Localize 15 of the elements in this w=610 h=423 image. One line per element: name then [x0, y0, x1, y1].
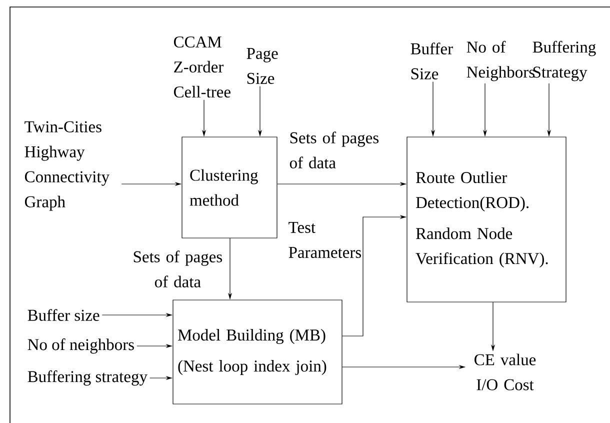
edge-label: Sets of pages of data [290, 132, 379, 168]
process-box: Route Outlier Detection(ROD). Random Node Verification (RNV). [406, 136, 566, 302]
input-label: Buffer size [28, 309, 100, 321]
input-label: CCAM Z-order Cell-tree [174, 36, 230, 98]
process-box: Model Building (MB) (Nest loop index join) [172, 300, 342, 404]
output-label: CE value I/O Cost [474, 354, 536, 390]
process-box: Clustering method [182, 136, 278, 238]
input-label: Buffering Strategy [532, 40, 596, 82]
input-label: Page Size [246, 48, 278, 84]
input-label: Twin-Cities Highway Connectivity Graph [24, 121, 110, 211]
edge-label: Sets of pages of data [134, 250, 222, 288]
input-label: Buffer Size [410, 42, 453, 80]
input-label: Buffering strategy [28, 370, 148, 386]
edge-label: Test Parameters [288, 222, 362, 258]
input-label: No of neighbors [28, 338, 134, 354]
